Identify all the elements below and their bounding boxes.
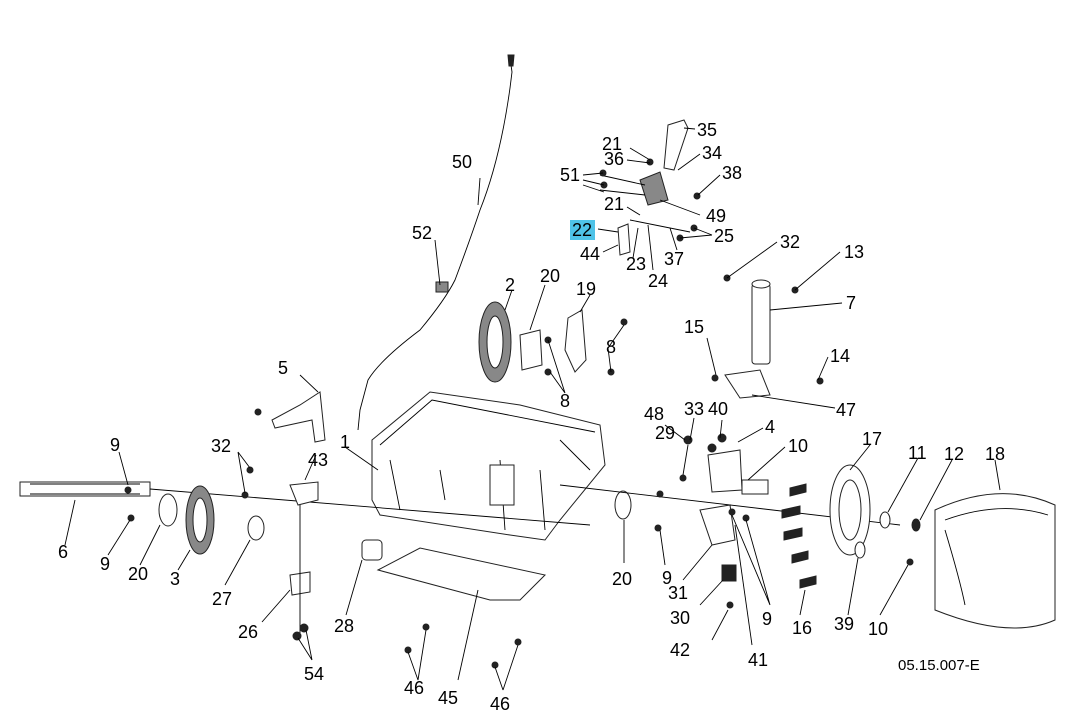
- part-label: 10: [788, 436, 808, 456]
- bracket-47: [724, 369, 771, 399]
- part-label: 48: [644, 404, 664, 424]
- part-label: 2: [505, 275, 515, 295]
- part-label: 46: [490, 694, 510, 714]
- part-label: 32: [780, 232, 800, 252]
- block-30: [721, 564, 737, 582]
- part-label: 20: [540, 266, 560, 286]
- lever-49: [639, 171, 669, 206]
- part-label: 49: [706, 206, 726, 226]
- part-label: 8: [560, 391, 570, 411]
- part-label: 23: [626, 254, 646, 274]
- part-label: 20: [128, 564, 148, 584]
- bottom-plate: [376, 547, 547, 601]
- frame-slot: [489, 464, 515, 506]
- part-label: 51: [560, 165, 580, 185]
- part-label: 31: [668, 583, 688, 603]
- part-label: 36: [604, 149, 624, 169]
- plate-19: [564, 309, 587, 373]
- drawing-code: 05.15.007-E: [898, 657, 980, 674]
- part-label: 15: [684, 317, 704, 337]
- part-label: 21: [604, 194, 624, 214]
- part-label: 7: [846, 293, 856, 313]
- hub-upper: [519, 329, 543, 371]
- part-label: 4: [765, 417, 775, 437]
- bracket-43: [289, 481, 319, 506]
- bracket-4: [707, 449, 743, 493]
- handle-35: [663, 119, 689, 171]
- part-label: 35: [697, 120, 717, 140]
- part-label: 20: [612, 569, 632, 589]
- part-label: 54: [304, 664, 324, 684]
- part-label: 50: [452, 152, 472, 172]
- part-label: 19: [576, 279, 596, 299]
- part-label: 3: [170, 569, 180, 589]
- washer-12: [911, 518, 921, 532]
- wheel-16-spikes: [781, 483, 817, 589]
- part-label: 43: [308, 450, 328, 470]
- part-label: 40: [708, 399, 728, 419]
- part-label: 28: [334, 616, 354, 636]
- part-label: 13: [844, 242, 864, 262]
- bracket-31: [699, 504, 736, 546]
- gas-strut-7: [751, 283, 771, 365]
- fasteners: [124, 158, 914, 669]
- part-label: 10: [868, 619, 888, 639]
- lever-5: [271, 391, 326, 443]
- washer-11: [879, 511, 891, 529]
- part-label: 9: [110, 435, 120, 455]
- part-label: 17: [862, 429, 882, 449]
- part-label: 41: [748, 650, 768, 670]
- part-label: 45: [438, 688, 458, 708]
- part-label: 44: [580, 244, 600, 264]
- washer-39: [854, 541, 866, 559]
- shaft-10: [741, 479, 769, 495]
- part-label: 1: [340, 432, 350, 452]
- part-label: 39: [834, 614, 854, 634]
- main-frame: [371, 391, 606, 541]
- part-label: 38: [722, 163, 742, 183]
- part-label: 34: [702, 143, 722, 163]
- part-label: 24: [648, 271, 668, 291]
- part-label: 6: [58, 542, 68, 562]
- part-label: 30: [670, 608, 690, 628]
- bushing-27: [247, 515, 265, 541]
- highlight-box: [570, 220, 595, 240]
- part-label: 5: [278, 358, 288, 378]
- part-label: 26: [238, 622, 258, 642]
- part-label: 18: [985, 444, 1005, 464]
- part-label: 12: [944, 444, 964, 464]
- part-label: 21: [602, 134, 622, 154]
- part-label: 14: [830, 346, 850, 366]
- link-22: [617, 223, 631, 256]
- cable-clip-icon: [435, 281, 449, 293]
- part-label: 46: [404, 678, 424, 698]
- part-label: 9: [662, 568, 672, 588]
- cable-end-icon: [507, 54, 515, 67]
- part-label: 47: [836, 400, 856, 420]
- part-label: 11: [908, 443, 927, 463]
- part-label: 37: [664, 249, 684, 269]
- part-label: 32: [211, 436, 231, 456]
- part-label: 9: [762, 609, 772, 629]
- cover-18: [934, 493, 1056, 629]
- part-label: 25: [714, 226, 734, 246]
- part-label: 9: [100, 554, 110, 574]
- part-label: 8: [606, 337, 616, 357]
- bushing-20-right: [614, 490, 632, 520]
- part-label: 52: [412, 223, 432, 243]
- leader-lines: [64, 127, 1001, 691]
- part-label: 22: [572, 220, 592, 240]
- bushing-28: [361, 539, 383, 561]
- part-label: 33: [684, 399, 704, 419]
- part-label: 27: [212, 589, 232, 609]
- part-label: 16: [792, 618, 812, 638]
- part-label: 29: [655, 423, 675, 443]
- part-label: 42: [670, 640, 690, 660]
- hub-left: [158, 493, 178, 527]
